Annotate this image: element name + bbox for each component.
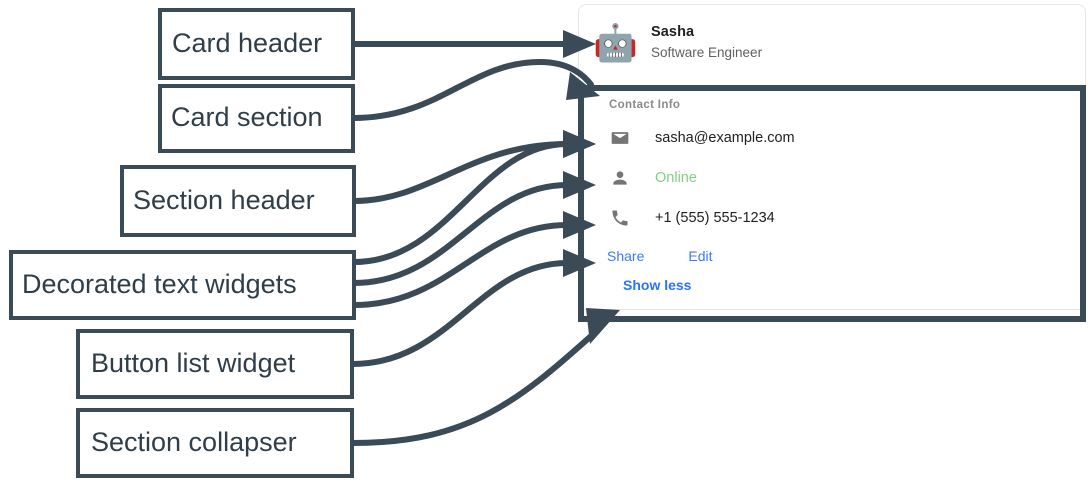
card: 🤖 Sasha Software Engineer Contact Info s… — [578, 4, 1086, 310]
connector-decorated-text-1 — [353, 130, 596, 265]
decorated-text-widget-status[interactable]: Online — [593, 165, 1071, 191]
robot-avatar-icon: 🤖 — [593, 22, 638, 63]
connector-section-header — [353, 130, 596, 204]
connector-section-collapser — [352, 308, 620, 446]
card-header-text: Sasha Software Engineer — [651, 22, 762, 64]
decorated-text-status: Online — [655, 170, 697, 186]
decorated-text-phone: +1 (555) 555-1234 — [655, 210, 775, 226]
connector-button-list — [352, 249, 596, 367]
decorated-text-email: sasha@example.com — [655, 130, 795, 146]
annotation-label-decorated-text-widgets: Decorated text widgets — [9, 250, 356, 320]
annotation-label-card-section: Card section — [158, 84, 355, 153]
section-header: Contact Info — [609, 99, 681, 111]
connector-card-section — [352, 58, 600, 121]
button-list-widget: Share Edit — [607, 245, 1071, 267]
card-section: Contact Info sasha@example.com — [579, 83, 1085, 309]
annotation-label-text: Decorated text widgets — [22, 269, 297, 299]
edit-button[interactable]: Edit — [688, 248, 713, 264]
annotation-label-text: Section header — [133, 185, 315, 215]
connector-card-header — [353, 30, 596, 58]
card-widget: 🤖 Sasha Software Engineer Contact Info s… — [578, 4, 1086, 324]
person-icon — [609, 167, 631, 189]
decorated-text-widget-email[interactable]: sasha@example.com — [593, 125, 1071, 151]
annotation-label-text: Card section — [171, 102, 323, 132]
annotation-label-button-list-widget: Button list widget — [76, 329, 354, 399]
decorated-text-widget-phone[interactable]: +1 (555) 555-1234 — [593, 205, 1071, 231]
annotation-label-text: Button list widget — [91, 348, 296, 378]
share-button[interactable]: Share — [607, 248, 645, 264]
email-icon — [609, 127, 631, 149]
card-header: 🤖 Sasha Software Engineer — [579, 5, 1085, 83]
phone-icon — [609, 207, 631, 229]
annotation-label-section-collapser: Section collapser — [76, 408, 354, 478]
annotation-label-text: Section collapser — [91, 427, 297, 457]
section-collapser-button[interactable]: Show less — [623, 277, 692, 293]
card-header-subtitle: Software Engineer — [651, 45, 763, 60]
connector-decorated-text-3 — [353, 211, 596, 308]
annotation-label-card-header: Card header — [158, 8, 355, 80]
annotation-label-text: Card header — [172, 28, 322, 58]
connector-decorated-text-2 — [353, 171, 596, 286]
annotation-label-section-header: Section header — [120, 165, 356, 237]
card-header-title: Sasha — [651, 24, 695, 40]
